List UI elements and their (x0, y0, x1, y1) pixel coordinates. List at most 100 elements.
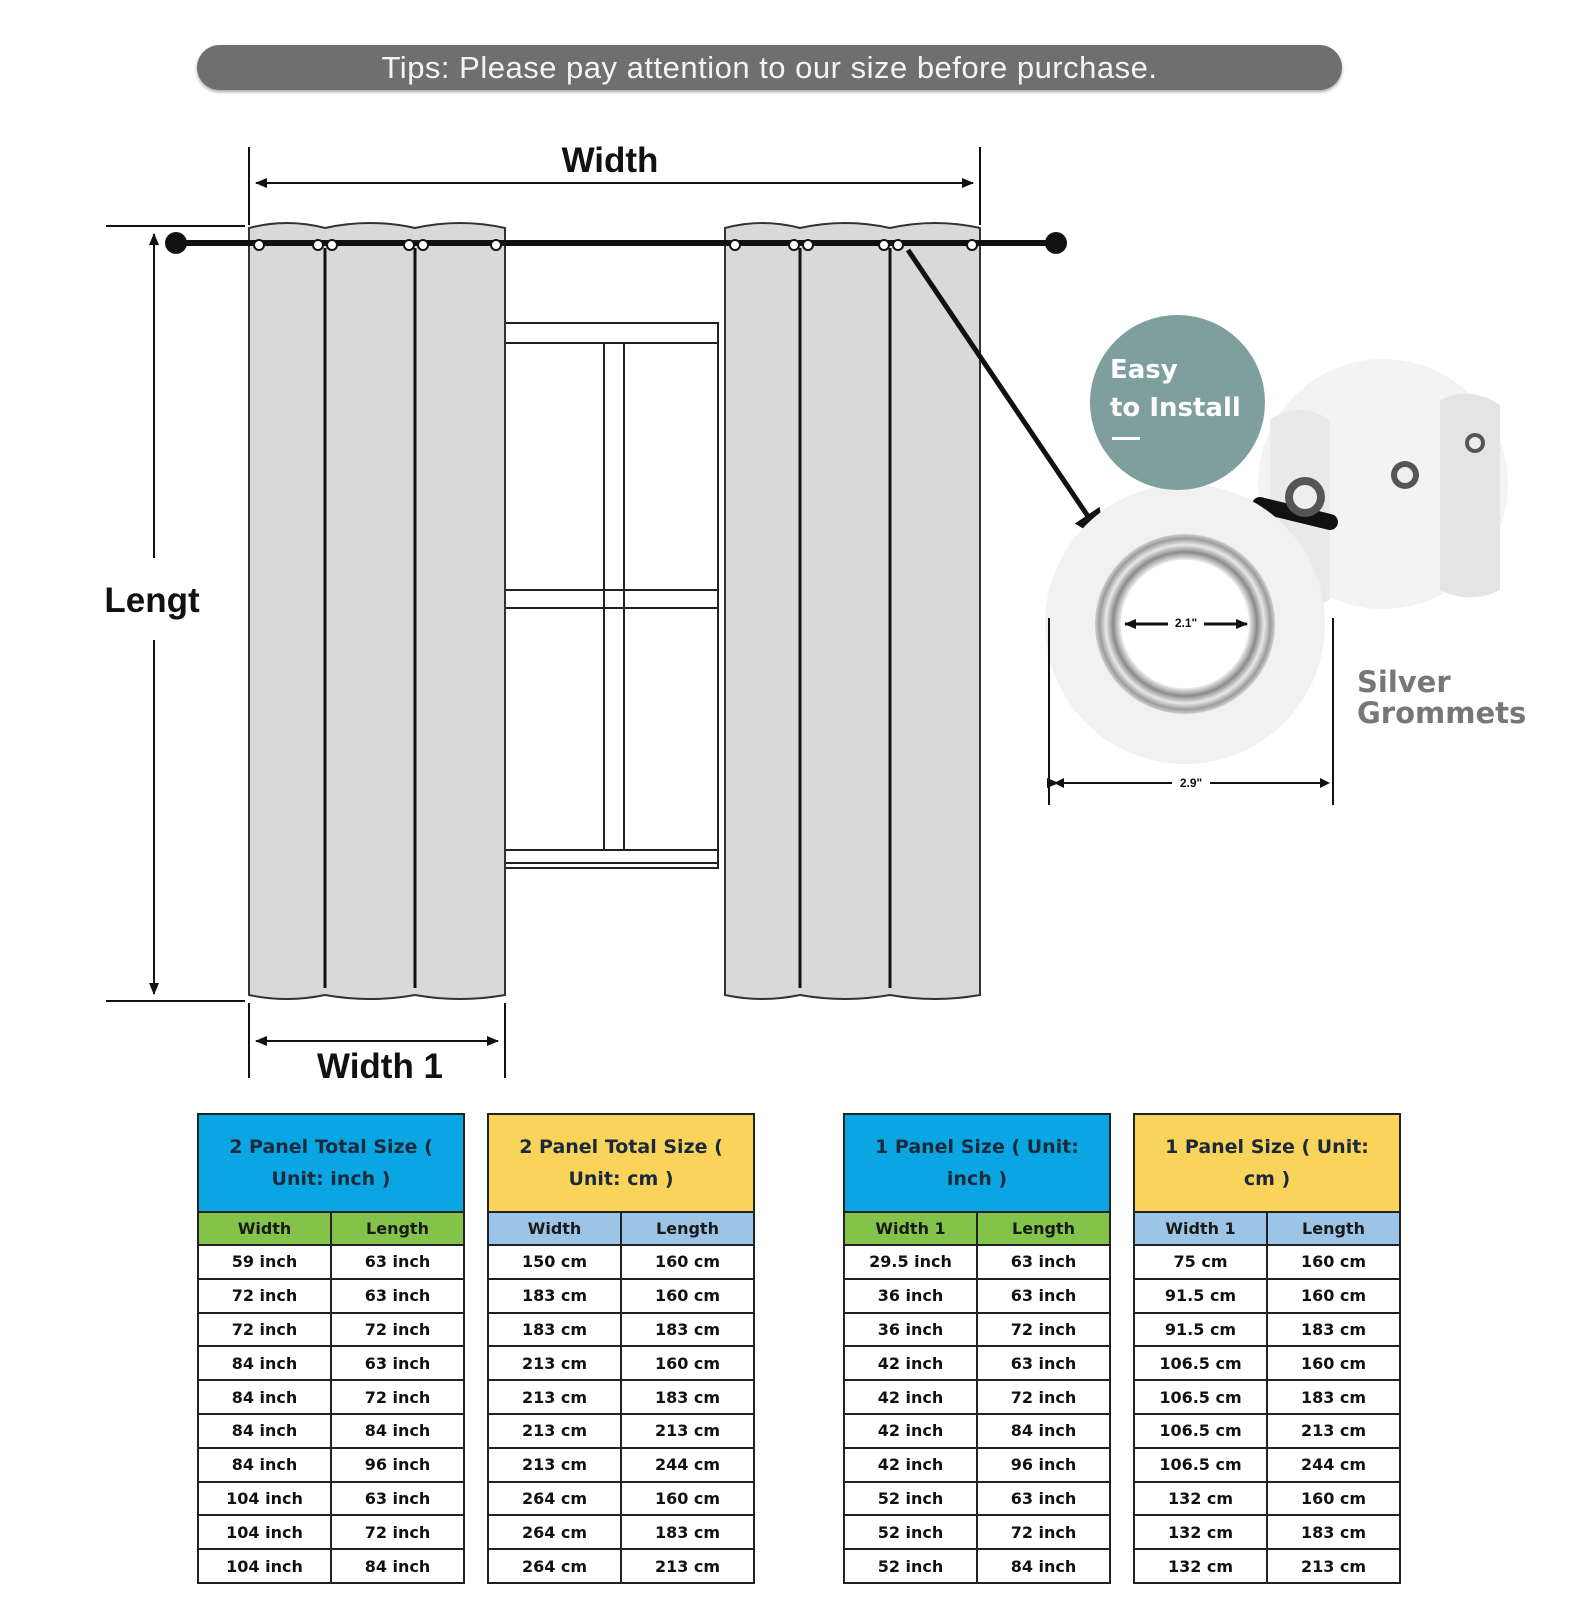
table-cell: 160 cm (620, 1246, 753, 1278)
column-header: Width 1 (1165, 1219, 1236, 1238)
width-label: Width (562, 141, 659, 180)
outer-diameter-dimension (1048, 618, 1334, 805)
table-cell: 132 cm (1167, 1556, 1234, 1576)
table-row: 132 cm 160 cm (1135, 1480, 1399, 1515)
column-header: Length (976, 1213, 1109, 1244)
table-cell: 160 cm (620, 1482, 753, 1515)
table-cell: 42 inch (877, 1455, 944, 1475)
table-cell: 63 inch (976, 1347, 1109, 1380)
table-cell: 213 cm (521, 1387, 588, 1407)
table-cell: 106.5 cm (1159, 1455, 1242, 1475)
table-cell: 244 cm (620, 1448, 753, 1481)
table-cell: 72 inch (231, 1286, 298, 1306)
table-cell: 132 cm (1167, 1488, 1234, 1508)
table-cell: 106.5 cm (1159, 1387, 1242, 1407)
table-row: 132 cm 213 cm (1135, 1548, 1399, 1582)
table-cell: 84 inch (976, 1550, 1109, 1582)
table-cell: 96 inch (976, 1448, 1109, 1481)
table-cell: 213 cm (1266, 1550, 1399, 1582)
table-row: 106.5 cm 183 cm (1135, 1379, 1399, 1413)
table-cell: 104 inch (226, 1556, 303, 1576)
table-cell: 75 cm (1173, 1252, 1228, 1272)
table-title: 2 Panel Total Size ( Unit: cm ) (489, 1115, 753, 1211)
table-cell: 160 cm (1266, 1246, 1399, 1278)
pointer-arrow (905, 248, 1107, 542)
table-cell: 84 inch (231, 1353, 298, 1373)
table-cell: 213 cm (620, 1414, 753, 1447)
table-cell: 160 cm (1266, 1482, 1399, 1515)
table-cell: 183 cm (1266, 1516, 1399, 1549)
table-cell: 63 inch (976, 1279, 1109, 1312)
table-cell: 84 inch (330, 1414, 463, 1447)
table-cell: 132 cm (1167, 1522, 1234, 1542)
table-cell: 183 cm (521, 1286, 588, 1306)
table-cell: 96 inch (330, 1448, 463, 1481)
table-title: 1 Panel Size ( Unit: inch ) (845, 1115, 1109, 1211)
column-header: Width 1 (875, 1219, 946, 1238)
table-cell: 91.5 cm (1164, 1286, 1237, 1306)
table-cell: 84 inch (231, 1455, 298, 1475)
table-cell: 72 inch (330, 1516, 463, 1549)
table-cell: 63 inch (976, 1246, 1109, 1278)
width-dimension (248, 147, 981, 225)
table-cell: 183 cm (1266, 1381, 1399, 1413)
column-header: Length (1266, 1213, 1399, 1244)
inner-diameter-label: 2.1" (1175, 616, 1197, 630)
table-cell: 63 inch (330, 1246, 463, 1278)
length-label: Lengt (104, 581, 200, 620)
table-row: 104 inch 72 inch (199, 1514, 463, 1549)
table-header-row: Width 1 Length (1135, 1211, 1399, 1244)
table-cell: 42 inch (877, 1421, 944, 1441)
table-cell: 106.5 cm (1159, 1353, 1242, 1373)
table-cell: 160 cm (620, 1279, 753, 1312)
table-row: 75 cm 160 cm (1135, 1244, 1399, 1278)
easy-install-badge: Easy to Install (1090, 315, 1265, 490)
table-cell: 91.5 cm (1164, 1319, 1237, 1339)
table-cell: 36 inch (877, 1286, 944, 1306)
grommet-photo (1252, 359, 1508, 609)
table-row: 36 inch 72 inch (845, 1311, 1109, 1346)
left-curtain (248, 222, 506, 1000)
table-row: 104 inch 84 inch (199, 1548, 463, 1582)
table-cell: 84 inch (330, 1550, 463, 1582)
width1-label: Width 1 (317, 1047, 443, 1086)
table-row: 36 inch 63 inch (845, 1277, 1109, 1312)
width1-dimension (248, 1003, 506, 1078)
table-cell: 160 cm (620, 1347, 753, 1380)
table-cell: 213 cm (620, 1550, 753, 1582)
curtain-rod (165, 232, 1067, 254)
table-cell: 72 inch (330, 1381, 463, 1413)
table-cell: 63 inch (330, 1482, 463, 1515)
table-cell: 84 inch (231, 1421, 298, 1441)
window-frame (499, 322, 719, 869)
table-cell: 183 cm (620, 1313, 753, 1346)
table-row: 132 cm 183 cm (1135, 1514, 1399, 1549)
silver-grommets-label: Silver Grommets (1357, 667, 1526, 729)
table-cell: 36 inch (877, 1319, 944, 1339)
table-cell: 72 inch (976, 1313, 1109, 1346)
column-header: Length (330, 1213, 463, 1244)
table-cell: 104 inch (226, 1522, 303, 1542)
table-cell: 52 inch (877, 1522, 944, 1542)
column-header: Width (527, 1219, 582, 1238)
